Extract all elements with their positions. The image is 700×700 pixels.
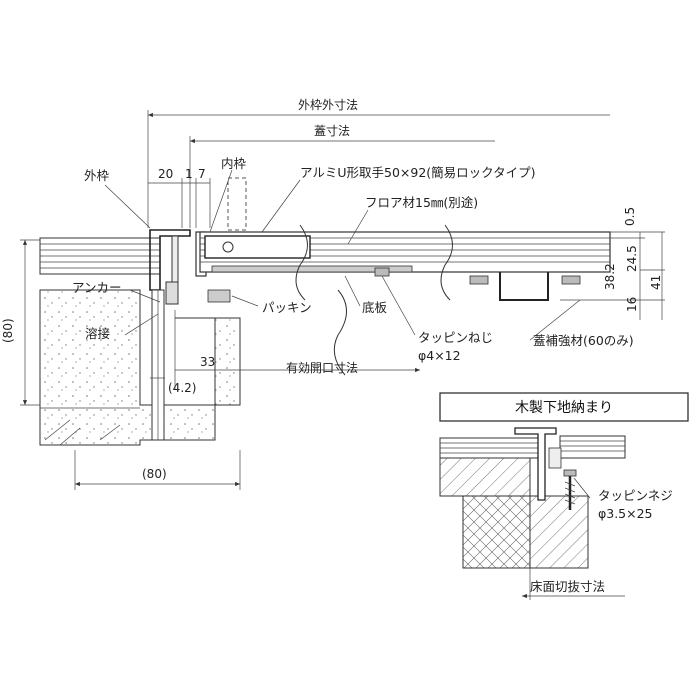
dim-33: 33 xyxy=(200,355,215,369)
dim-lid: 蓋寸法 xyxy=(314,124,350,138)
inset-label-screw: タッピンネジ xyxy=(598,488,673,503)
dim-1: 1 xyxy=(185,167,193,181)
label-anchor: アンカー xyxy=(72,280,122,295)
leader-lines xyxy=(104,169,581,341)
dim-4-2: (4.2) xyxy=(168,381,196,395)
label-packing: パッキン xyxy=(262,300,312,315)
dimension-lines xyxy=(20,110,665,490)
dim-left-80: (80) xyxy=(1,318,15,343)
dim-0-5: 0.5 xyxy=(623,207,637,226)
outer-frame-profile xyxy=(149,229,191,441)
label-tapping-screw: タッピンねじ xyxy=(418,330,493,345)
packing xyxy=(207,289,231,303)
floor-boards-left xyxy=(39,237,161,275)
label-bottom-plate: 底板 xyxy=(362,300,388,315)
inset-wood-detail: 木製下地納まり xyxy=(439,392,689,600)
dim-effective-opening: 有効開口寸法 xyxy=(286,360,358,375)
label-handle: アルミU形取手50×92(簡易ロックタイプ) xyxy=(300,165,536,180)
dim-41: 41 xyxy=(649,275,663,290)
label-weld: 溶接 xyxy=(85,326,111,341)
dim-outer-frame-outer: 外枠外寸法 xyxy=(298,98,358,112)
label-floor-material: フロア材15㎜(別途) xyxy=(365,195,478,210)
dim-38-2: 38.2 xyxy=(603,263,617,290)
label-outer-frame: 外枠 xyxy=(84,168,110,183)
concrete-slab xyxy=(39,289,241,446)
label-lid-reinforcement: 蓋補強材(60のみ) xyxy=(533,333,634,348)
inset-title: 木製下地納まり xyxy=(515,400,613,416)
label-inner-frame: 内枠 xyxy=(221,156,247,171)
dim-16: 16 xyxy=(625,297,639,312)
dim-7: 7 xyxy=(198,167,206,181)
dim-bottom-80: (80) xyxy=(142,467,167,481)
inset-label-cutout: 床面切抜寸法 xyxy=(530,579,605,594)
lid-assembly xyxy=(199,224,611,376)
inset-label-screw-size: φ3.5×25 xyxy=(598,506,653,521)
dim-20: 20 xyxy=(158,167,173,181)
label-tapping-screw-size: φ4×12 xyxy=(418,348,461,363)
dim-24-5: 24.5 xyxy=(625,245,639,272)
